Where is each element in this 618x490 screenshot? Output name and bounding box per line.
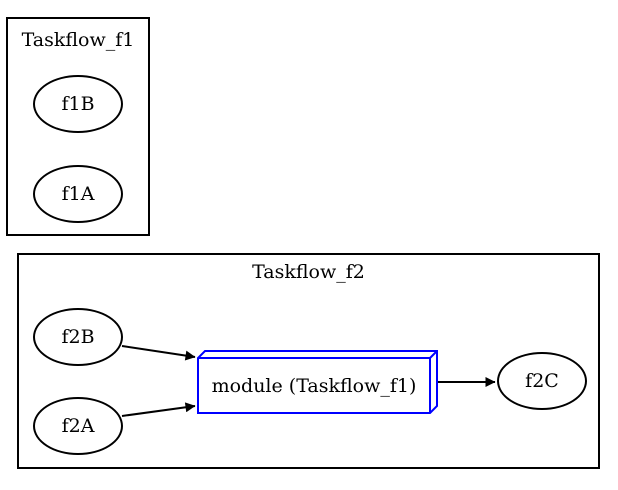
node-f2A: f2A — [33, 397, 123, 455]
node-f1A: f1A — [33, 165, 123, 223]
node-f2C-label: f2C — [525, 370, 559, 392]
cluster-taskflow-f1-title: Taskflow_f1 — [21, 29, 135, 51]
node-f1A-label: f1A — [61, 183, 95, 205]
node-f2C: f2C — [497, 352, 587, 410]
module-node-label: module (Taskflow_f1) — [211, 374, 417, 397]
node-f1B-label: f1B — [61, 93, 95, 115]
node-f1B: f1B — [33, 75, 123, 133]
node-f2B-label: f2B — [61, 326, 95, 348]
node-f2B: f2B — [33, 308, 123, 366]
cluster-taskflow-f2-title: Taskflow_f2 — [252, 261, 365, 283]
node-f2A-label: f2A — [61, 415, 95, 437]
